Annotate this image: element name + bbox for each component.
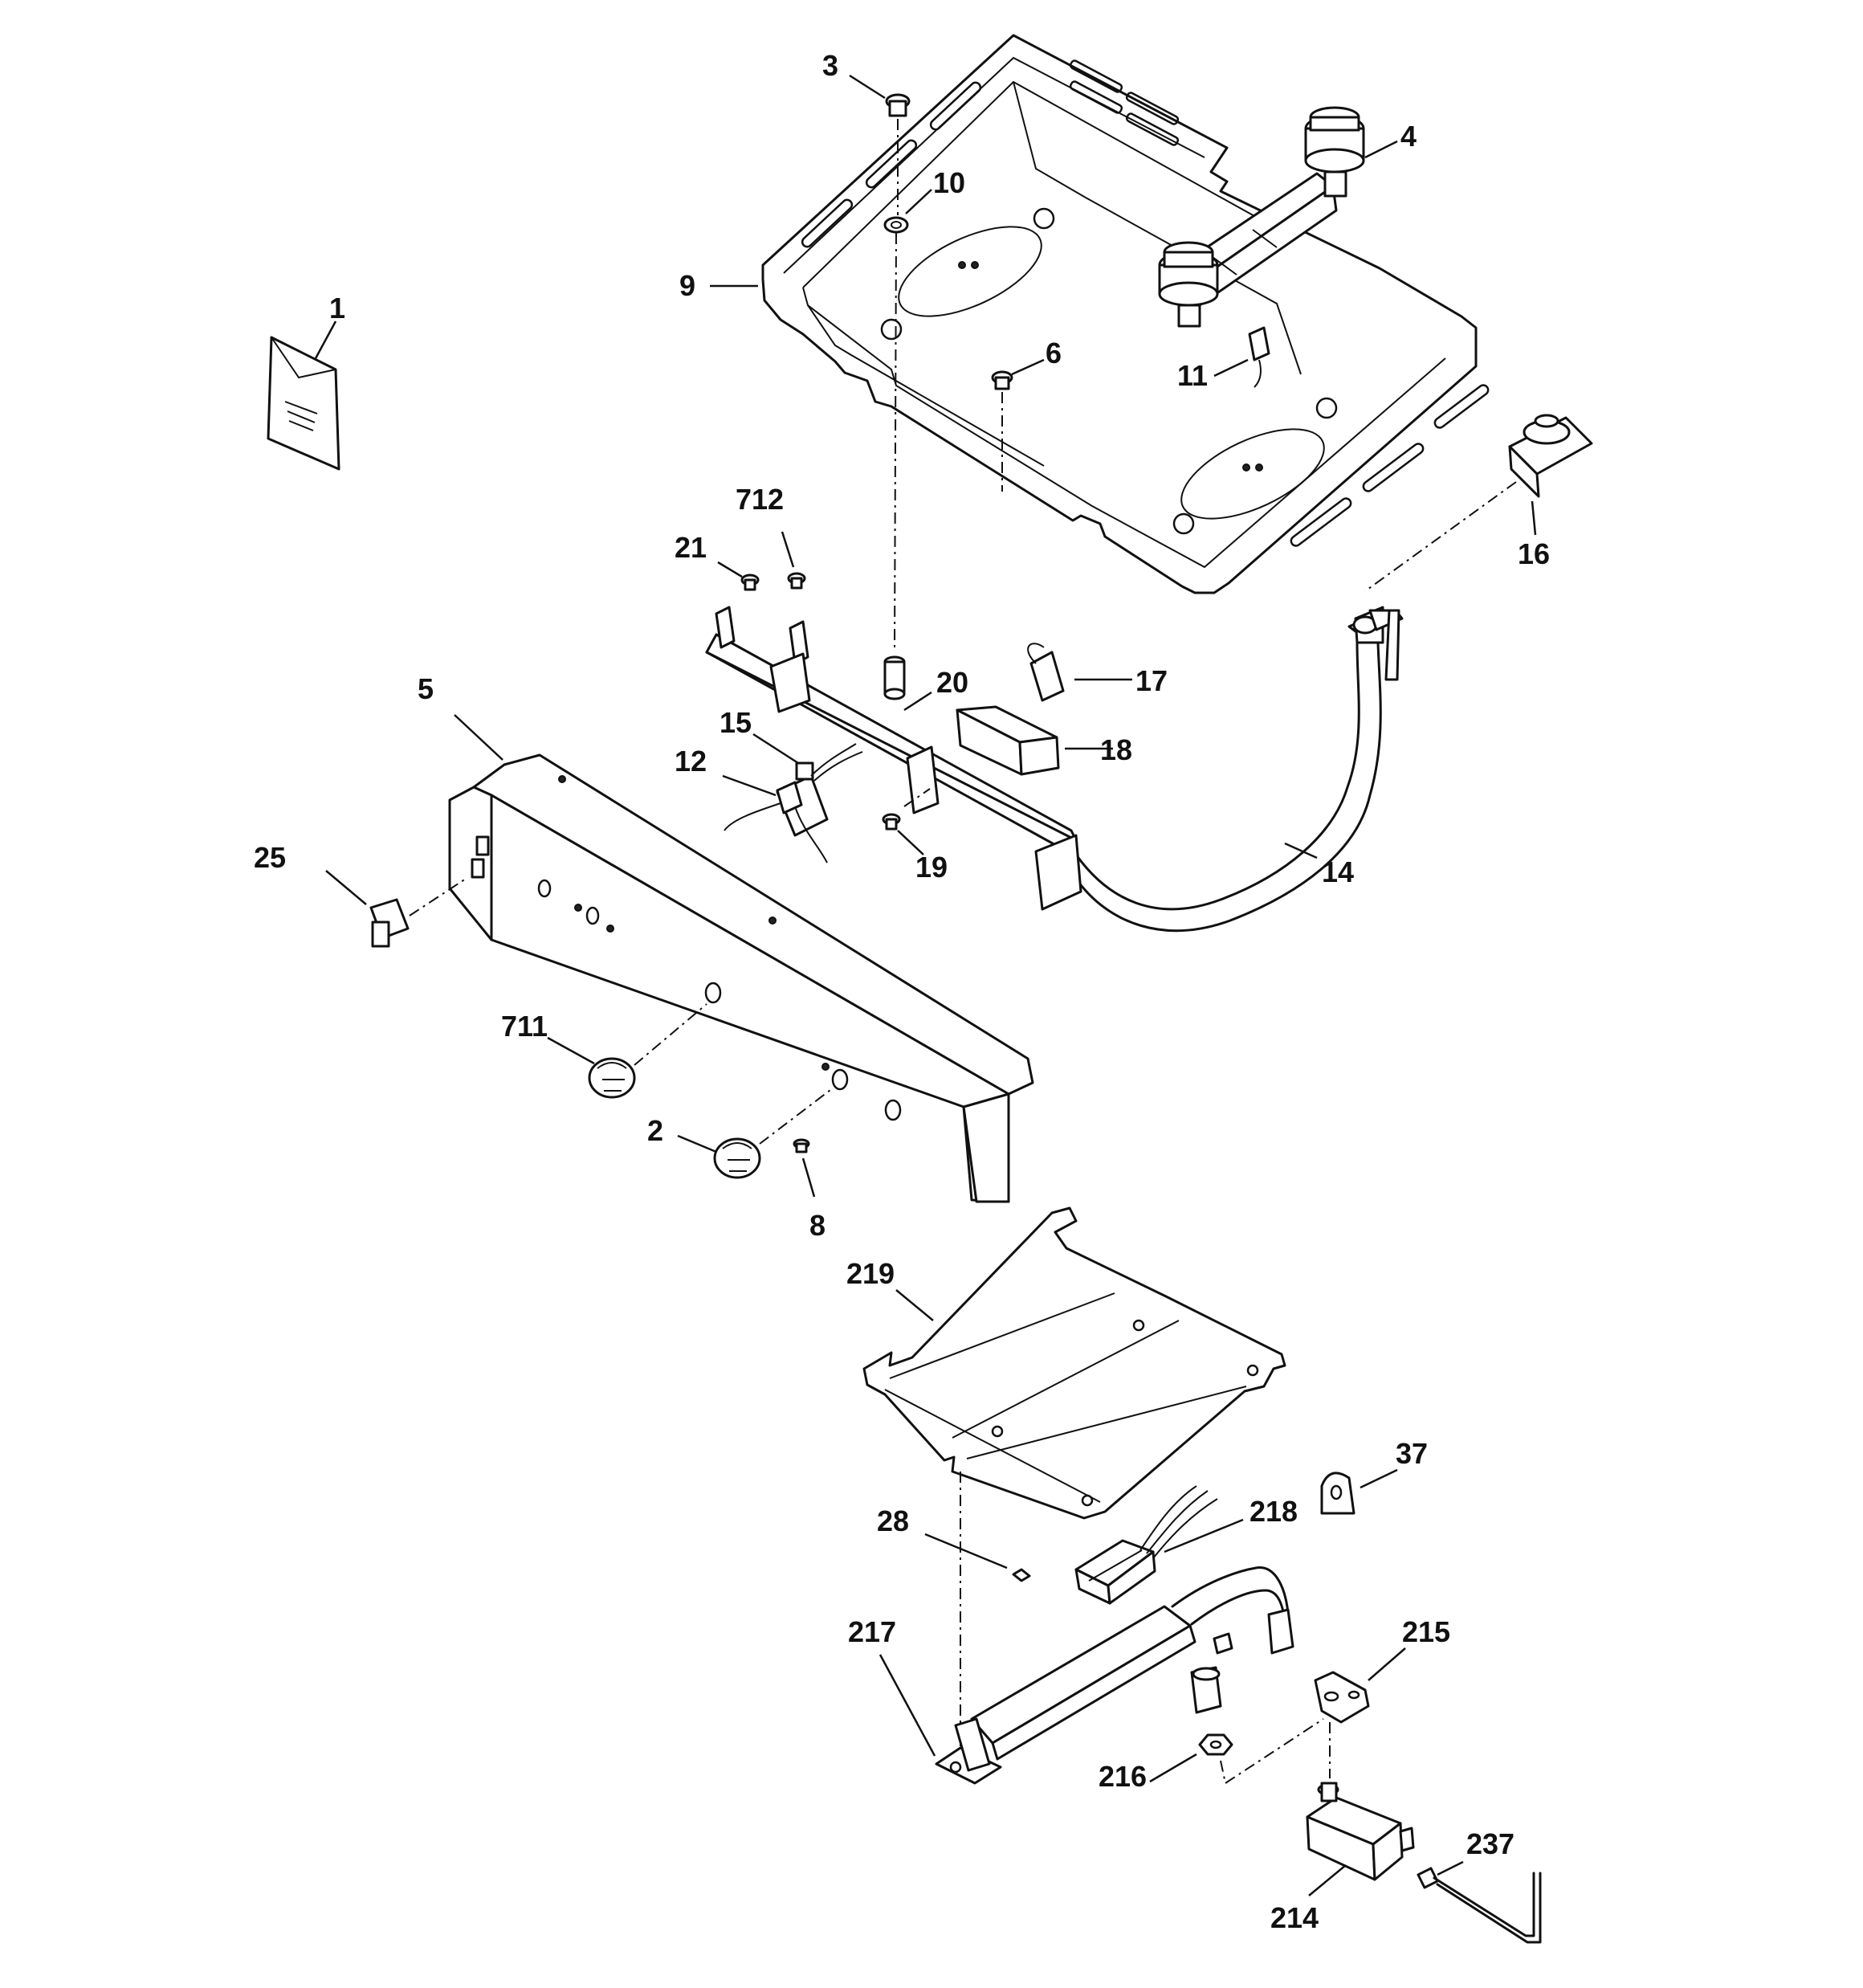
leader-6 (1011, 358, 1045, 376)
leader-218 (1164, 1518, 1244, 1553)
part-5-control-panel (448, 753, 1034, 1203)
part-37-grommet (1320, 1472, 1355, 1515)
callout-711: 711 (501, 1010, 548, 1043)
callout-9: 9 (679, 269, 695, 302)
callout-6: 6 (1046, 337, 1062, 369)
callout-21: 21 (675, 531, 707, 564)
callout-25: 25 (254, 841, 286, 874)
part-16-regulator (1508, 414, 1593, 498)
part-18-bracket (956, 705, 1060, 776)
callout-8: 8 (809, 1209, 826, 1242)
leader-25 (325, 870, 367, 905)
leader-14 (1284, 842, 1318, 859)
callout-16: 16 (1518, 537, 1550, 570)
part-215-bracket (1314, 1671, 1370, 1724)
leader-5 (454, 714, 503, 761)
part-17-igniter-clip (1027, 643, 1065, 702)
callout-1: 1 (329, 292, 345, 325)
part-711-knob (588, 1057, 636, 1099)
part-19-screw (882, 813, 901, 831)
part-237-capillary-tube (1417, 1867, 1542, 1944)
callout-2: 2 (647, 1114, 663, 1147)
leader-19 (897, 830, 924, 855)
leader-8 (801, 1157, 816, 1198)
callout-3: 3 (822, 49, 838, 82)
leader-3 (849, 74, 886, 100)
leader-217 (879, 1654, 936, 1757)
leader-219 (895, 1289, 934, 1321)
part-219-heat-shield (862, 1206, 1286, 1520)
manifold-brackets (715, 606, 1082, 911)
leader-214 (1308, 1864, 1347, 1896)
leader-215 (1368, 1647, 1406, 1681)
part-21-screw (740, 574, 760, 591)
callout-18: 18 (1100, 733, 1132, 766)
part-218-igniter (1074, 1485, 1218, 1605)
part-12-switch (724, 781, 828, 863)
part-9-burner-box (761, 34, 1490, 594)
callout-5: 5 (418, 672, 434, 705)
callout-15: 15 (720, 706, 752, 739)
part-8-screw (793, 1138, 810, 1153)
leader-11 (1213, 358, 1249, 378)
callout-19: 19 (915, 851, 948, 884)
part-1-literature-envelope (267, 336, 340, 471)
callout-215: 215 (1402, 1615, 1450, 1648)
part-3-screw (885, 93, 911, 117)
callout-218: 218 (1249, 1495, 1298, 1528)
leader-4 (1364, 140, 1398, 159)
leader-16 (1531, 500, 1537, 536)
callout-10: 10 (933, 166, 965, 199)
callout-216: 216 (1099, 1760, 1147, 1793)
part-25-switch (369, 898, 410, 948)
leader-21 (717, 561, 743, 578)
leader-37 (1360, 1468, 1398, 1489)
callout-11: 11 (1177, 359, 1208, 392)
leader-237 (1437, 1860, 1464, 1876)
part-216-orifice-nut (1190, 1666, 1233, 1756)
callout-237: 237 (1466, 1827, 1514, 1860)
part-712-screw (787, 572, 806, 590)
leader-712 (781, 531, 795, 568)
leader-20 (903, 691, 932, 712)
leader-1 (313, 320, 337, 361)
part-10-grommet (883, 216, 909, 234)
part-6-screw (991, 370, 1013, 390)
callout-17: 17 (1135, 664, 1168, 697)
callout-20: 20 (936, 666, 968, 699)
part-20-orifice (883, 655, 906, 700)
callout-28: 28 (877, 1504, 909, 1537)
leader-28 (924, 1533, 1008, 1570)
part-214-safety-valve (1306, 1782, 1415, 1881)
callout-219: 219 (846, 1257, 895, 1290)
callout-12: 12 (675, 745, 707, 778)
callout-37: 37 (1396, 1437, 1428, 1470)
leader-15 (752, 733, 799, 765)
callout-4: 4 (1400, 120, 1417, 153)
part-4-burner-assembly (1158, 106, 1365, 328)
leader-216 (1149, 1753, 1197, 1783)
leader-10 (905, 189, 932, 214)
callout-712: 712 (736, 483, 784, 516)
callout-214: 214 (1270, 1901, 1319, 1934)
leader-711 (547, 1036, 595, 1065)
part-2-knob (713, 1137, 761, 1179)
callout-14: 14 (1322, 855, 1354, 888)
callout-217: 217 (848, 1615, 896, 1648)
part-11-clip (1248, 326, 1270, 388)
leader-2 (677, 1134, 717, 1153)
leader-12 (722, 774, 777, 797)
part-217-bake-burner (935, 1566, 1294, 1785)
part-28-nut (1012, 1568, 1031, 1582)
